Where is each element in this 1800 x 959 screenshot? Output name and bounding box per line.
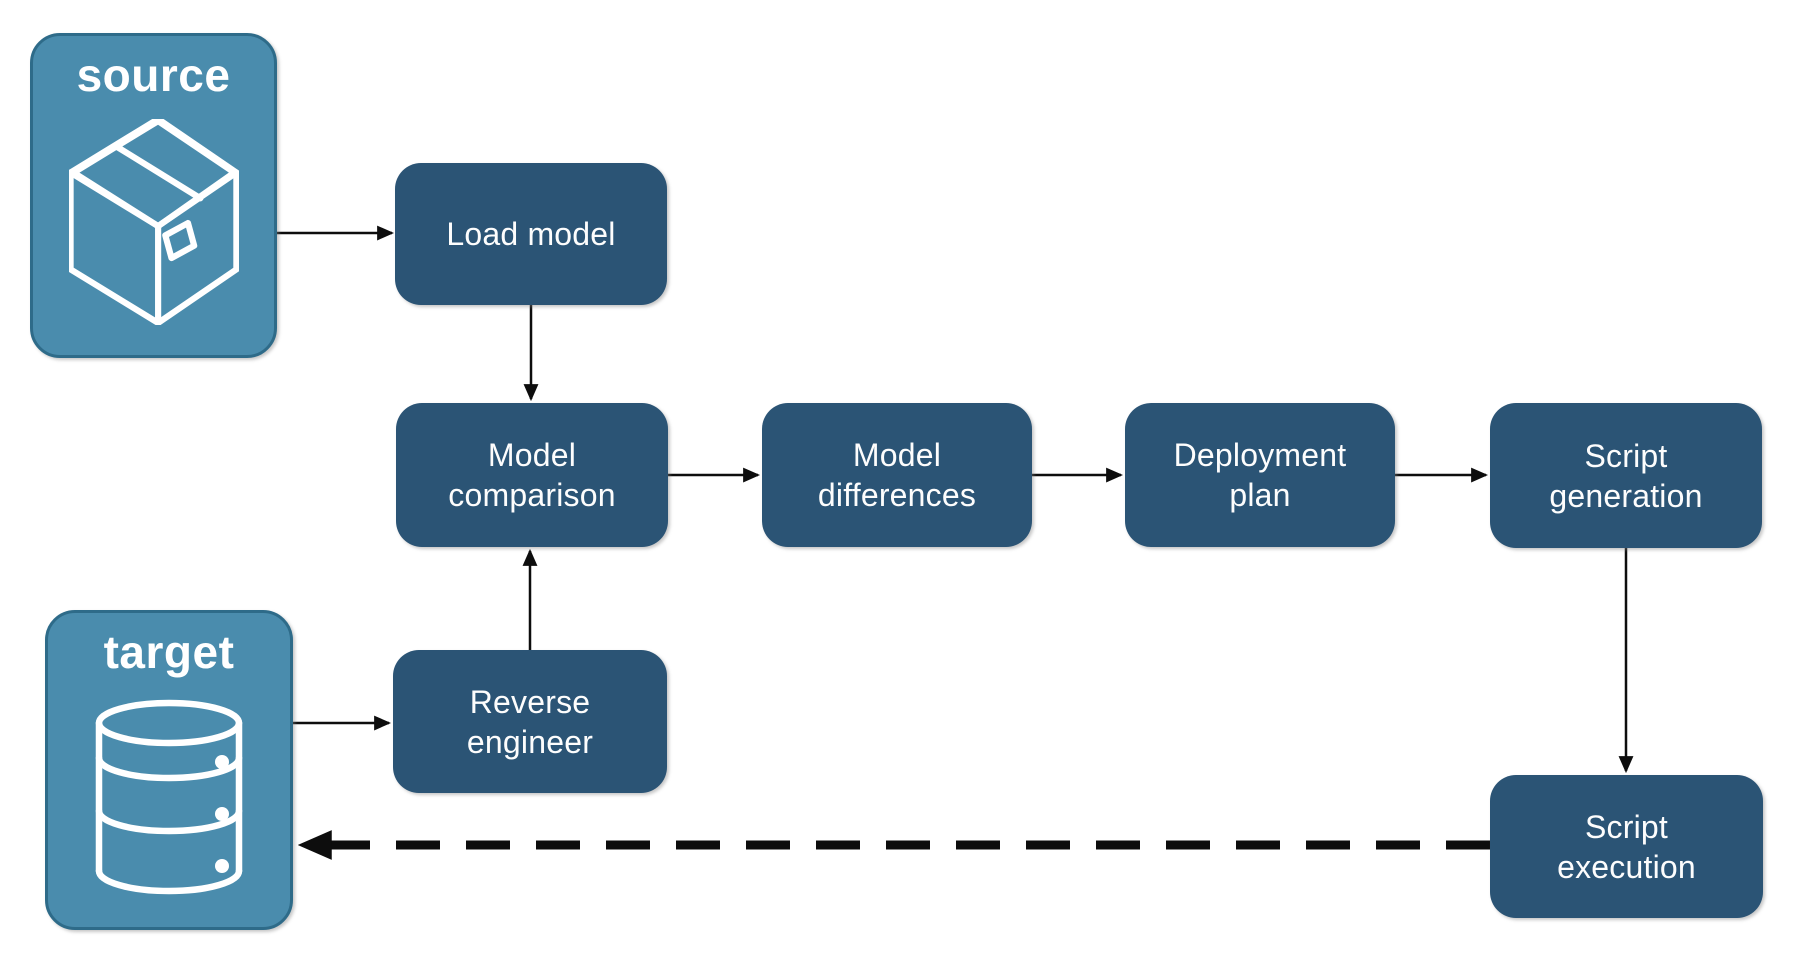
node-target: target bbox=[45, 610, 293, 930]
source-label: source bbox=[76, 49, 231, 101]
model-comparison-label: Model comparison bbox=[448, 437, 616, 513]
package-icon bbox=[68, 118, 239, 325]
load-model-label: Load model bbox=[446, 216, 616, 252]
node-deployment-plan: Deployment plan bbox=[1125, 403, 1395, 547]
model-differences-label: Model differences bbox=[817, 437, 977, 513]
node-model-comparison: Model comparison bbox=[396, 403, 668, 547]
node-script-generation: Script generation bbox=[1490, 403, 1762, 548]
script-execution-label: Script execution bbox=[1557, 808, 1696, 885]
database-icon bbox=[95, 699, 243, 894]
reverse-engineer-label: Reverse engineer bbox=[466, 683, 594, 760]
target-label: target bbox=[103, 626, 235, 678]
node-load-model: Load model bbox=[395, 163, 667, 305]
node-script-execution: Script execution bbox=[1490, 775, 1763, 918]
deployment-plan-label: Deployment plan bbox=[1173, 437, 1347, 513]
script-generation-label: Script generation bbox=[1549, 437, 1703, 514]
node-source: source bbox=[30, 33, 277, 358]
node-model-differences: Model differences bbox=[762, 403, 1032, 547]
node-reverse-engineer: Reverse engineer bbox=[393, 650, 667, 793]
